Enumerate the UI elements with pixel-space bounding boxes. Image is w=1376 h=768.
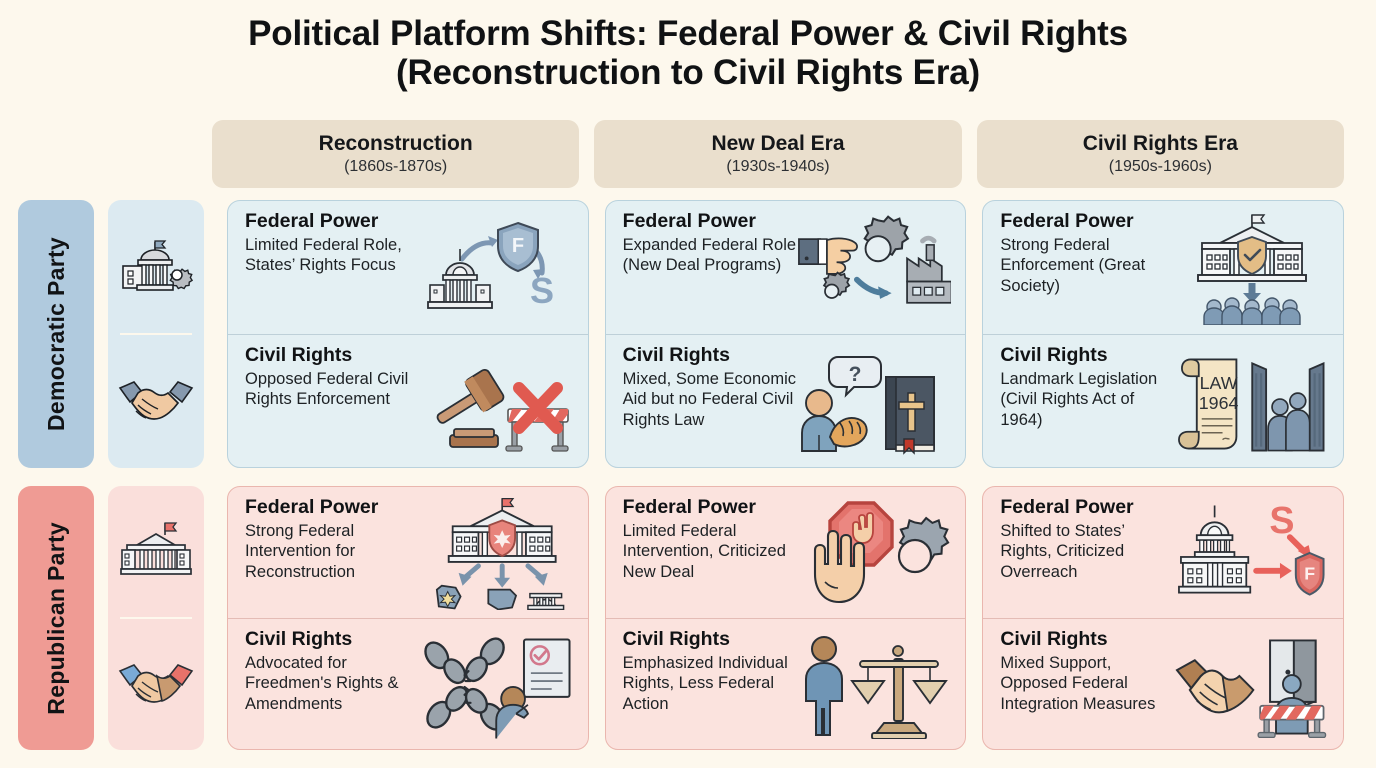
republican-icon-column — [108, 486, 204, 750]
person-scales-icon — [797, 628, 951, 743]
section-heading: Civil Rights — [245, 628, 353, 650]
courthouse-flag-icon — [108, 486, 204, 617]
handshake-red-blue-icon — [108, 619, 204, 750]
section-heading: Federal Power — [622, 496, 756, 518]
svg-text:S: S — [530, 270, 554, 311]
svg-text:?: ? — [849, 363, 862, 386]
era-years: (1860s-1870s) — [344, 157, 448, 175]
party-row-republican: Republican Party — [18, 486, 1345, 750]
section-body: Shifted to States’ Rights, Criticized Ov… — [1000, 521, 1125, 582]
person-bread-question-bible-icon: ? — [797, 344, 951, 461]
era-years: (1950s-1960s) — [1108, 157, 1212, 175]
era-name: Reconstruction — [318, 132, 473, 156]
section-heading: Civil Rights — [245, 344, 353, 366]
era-name: Civil Rights Era — [1082, 132, 1238, 156]
era-name: New Deal Era — [711, 132, 845, 156]
section-body: Expanded Federal Role (New Deal Programs… — [622, 235, 797, 275]
section-federal-power: Federal Power Strong Federal Interventio… — [228, 487, 588, 618]
section-civil-rights: Civil Rights Opposed Federal Civil Right… — [228, 334, 588, 467]
capitol-states-to-federal-icon: S F — [1175, 496, 1329, 612]
gavel-barrier-x-icon — [419, 344, 573, 461]
section-federal-power: Federal Power Limited Federal Interventi… — [606, 487, 966, 618]
broken-chains-document-icon — [419, 628, 573, 743]
section-civil-rights: Civil Rights Mixed Support, Opposed Fede… — [983, 618, 1344, 749]
era-header-civil-rights: Civil Rights Era (1950s-1960s) — [976, 120, 1344, 188]
section-body: Limited Federal Intervention, Criticized… — [622, 521, 786, 582]
section-heading: Federal Power — [245, 210, 379, 232]
svg-text:1964: 1964 — [1198, 392, 1238, 412]
section-body: Opposed Federal Civil Rights Enforcement — [245, 369, 409, 409]
section-body: Strong Federal Intervention for Reconstr… — [245, 521, 356, 582]
svg-text:LAW: LAW — [1199, 373, 1237, 393]
section-heading: Federal Power — [622, 210, 756, 232]
party-label-text: Democratic Party — [42, 237, 69, 431]
section-body: Limited Federal Role, States’ Rights Foc… — [245, 235, 402, 275]
government-shield-crowd-icon — [1175, 210, 1329, 328]
section-civil-rights: Civil Rights Advocated for Freedmen's Ri… — [228, 618, 588, 749]
cell-democratic-new-deal: Federal Power Expanded Federal Role (New… — [604, 200, 967, 468]
section-heading: Civil Rights — [622, 628, 730, 650]
section-civil-rights: Civil Rights Mixed, Some Economic Aid bu… — [605, 334, 966, 467]
section-body: Mixed, Some Economic Aid but no Federal … — [622, 369, 796, 430]
handshake-barrier-door-icon — [1175, 628, 1329, 743]
cell-democratic-reconstruction: Federal Power Limited Federal Role, Stat… — [227, 200, 589, 468]
title-line-2: (Reconstruction to Civil Rights Era) — [396, 53, 980, 93]
cell-republican-civil-rights-era: Federal Power Shifted to States’ Rights,… — [982, 486, 1345, 750]
republican-cards: Federal Power Strong Federal Interventio… — [227, 486, 1345, 750]
svg-text:S: S — [1269, 499, 1294, 541]
capitol-arrows-to-states-icon — [419, 496, 573, 612]
icon-column-divider — [120, 333, 192, 335]
section-heading: Federal Power — [1000, 210, 1134, 232]
svg-text:F: F — [512, 235, 524, 257]
party-label-democratic: Democratic Party — [18, 200, 94, 468]
era-header-new-deal: New Deal Era (1930s-1940s) — [594, 120, 962, 188]
section-heading: Civil Rights — [1000, 628, 1108, 650]
cell-republican-reconstruction: Federal Power Strong Federal Interventio… — [227, 486, 589, 750]
section-body: Landmark Legislation (Civil Rights Act o… — [1000, 369, 1158, 430]
section-federal-power: Federal Power Strong Federal Enforcement… — [983, 201, 1343, 334]
party-row-democratic: Democratic Party — [18, 200, 1345, 468]
era-header-reconstruction: Reconstruction (1860s-1870s) — [212, 120, 580, 188]
section-civil-rights: Civil Rights Emphasized Individual Right… — [605, 618, 966, 749]
section-federal-power: Federal Power Expanded Federal Role (New… — [606, 201, 966, 334]
party-label-republican: Republican Party — [18, 486, 94, 750]
democratic-cards: Federal Power Limited Federal Role, Stat… — [227, 200, 1345, 468]
section-heading: Federal Power — [245, 496, 379, 518]
section-heading: Civil Rights — [1000, 344, 1108, 366]
section-civil-rights: Civil Rights Landmark Legislation (Civil… — [983, 334, 1344, 467]
party-label-text: Republican Party — [42, 521, 69, 715]
section-body: Emphasized Individual Rights, Less Feder… — [622, 653, 788, 714]
section-body: Strong Federal Enforcement (Great Societ… — [1000, 235, 1146, 296]
cell-republican-new-deal: Federal Power Limited Federal Interventi… — [604, 486, 967, 750]
icon-column-divider — [120, 617, 192, 619]
cell-democratic-civil-rights-era: Federal Power Strong Federal Enforcement… — [982, 200, 1345, 468]
svg-text:F: F — [1304, 564, 1315, 584]
handshake-blue-icon — [108, 335, 204, 468]
democratic-icon-column — [108, 200, 204, 468]
section-federal-power: Federal Power Shifted to States’ Rights,… — [983, 487, 1343, 618]
section-federal-power: Federal Power Limited Federal Role, Stat… — [228, 201, 588, 334]
law-1964-scroll-open-gate-icon: LAW 1964 — [1175, 344, 1329, 461]
section-body: Mixed Support, Opposed Federal Integrati… — [1000, 653, 1156, 714]
era-header-row: Reconstruction (1860s-1870s) New Deal Er… — [212, 120, 1344, 188]
capitol-federal-to-states-icon: F S — [419, 210, 573, 328]
title-line-1: Political Platform Shifts: Federal Power… — [248, 14, 1128, 53]
stop-hand-gear-icon — [797, 496, 951, 612]
hand-gear-factory-icon — [797, 210, 952, 328]
capitol-gear-icon — [108, 200, 204, 333]
section-heading: Federal Power — [1000, 496, 1134, 518]
era-years: (1930s-1940s) — [726, 157, 830, 175]
page-title: Political Platform Shifts: Federal Power… — [0, 14, 1376, 92]
section-body: Advocated for Freedmen's Rights & Amendm… — [245, 653, 399, 714]
section-heading: Civil Rights — [622, 344, 730, 366]
